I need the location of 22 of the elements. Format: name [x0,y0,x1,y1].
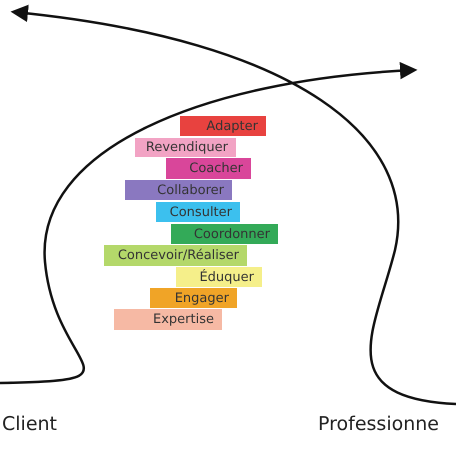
axis-end-label: Professionne [318,413,439,435]
bar-label: Expertise [153,312,214,327]
label-bar [114,309,222,330]
bar-label: Adapter [206,118,258,134]
axis-end-label: Client [2,413,58,435]
bar-label: Éduquer [199,270,254,284]
label-bar [180,116,266,136]
bar-label: Coacher [189,161,243,176]
label-bar [176,267,262,287]
label-bar [135,138,236,157]
bar-label: Engager [174,290,229,306]
bar-label: Concevoir/Réaliser [118,248,239,263]
label-bar [171,224,278,244]
label-bar [156,202,240,222]
bar-label: Coordonner [194,226,270,242]
label-bar [125,180,232,200]
bar-label: Revendiquer [146,140,228,155]
bar-label: Collaborer [157,182,224,198]
bar-label: Consulter [170,204,232,220]
label-bar [150,288,237,308]
label-bar [104,245,247,266]
label-bar [166,158,251,179]
